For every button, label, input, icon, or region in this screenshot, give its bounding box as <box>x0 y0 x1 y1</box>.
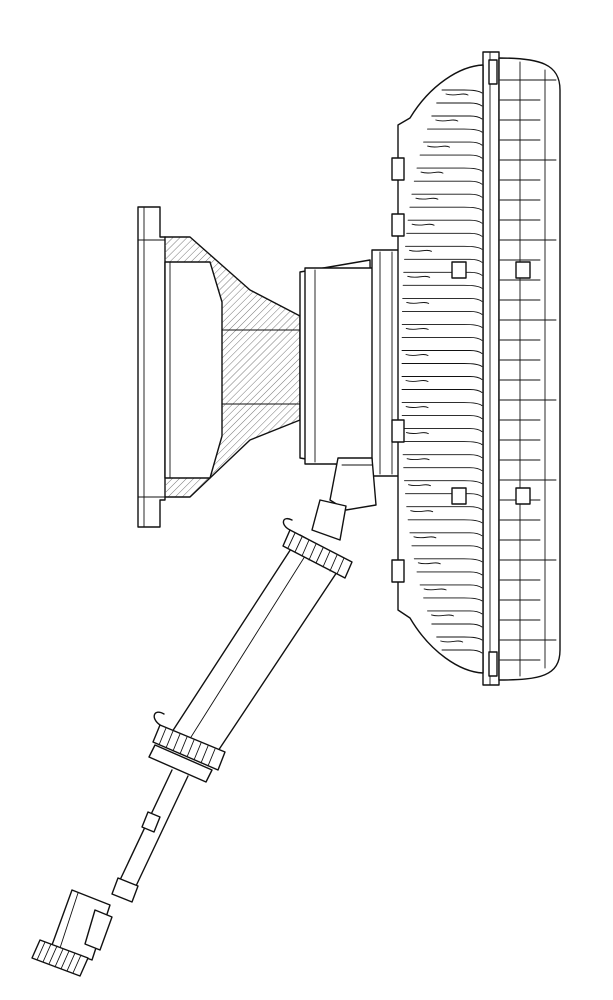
fin <box>401 310 483 315</box>
fin <box>406 506 483 511</box>
fin-curl <box>405 327 429 330</box>
fin-curl <box>408 484 431 487</box>
fin <box>402 297 483 302</box>
fin-curl <box>431 614 454 617</box>
fin-bosses <box>391 157 531 583</box>
fin <box>413 558 483 563</box>
fin <box>401 428 483 433</box>
fin <box>405 493 483 498</box>
lower-hose-clamp <box>152 711 226 771</box>
fin-curl <box>415 197 439 200</box>
sensor-cable-hose <box>111 518 353 903</box>
fin-curl <box>406 458 430 461</box>
fin <box>402 454 483 459</box>
sensor-block <box>311 457 377 541</box>
fin <box>409 532 483 537</box>
fin-curl <box>435 119 459 122</box>
fin <box>411 545 483 550</box>
mounting-flange <box>137 206 301 528</box>
fin <box>401 389 483 393</box>
cooling-fins <box>401 89 483 654</box>
fin <box>401 402 483 407</box>
fin <box>401 350 483 354</box>
fin-curl <box>423 588 447 591</box>
fin <box>419 154 483 159</box>
fin <box>401 376 483 380</box>
fin <box>407 219 483 224</box>
fin <box>401 323 483 328</box>
fin <box>404 480 483 485</box>
fin-curl <box>405 354 429 356</box>
fin <box>419 584 483 589</box>
fin <box>423 597 483 602</box>
fin-curl <box>410 510 434 513</box>
fin <box>404 258 483 263</box>
fin-curl <box>406 301 430 304</box>
fin <box>411 193 483 198</box>
fin <box>431 115 483 120</box>
fin <box>405 245 483 250</box>
fin-curl <box>440 640 464 643</box>
fin <box>407 519 483 524</box>
fin-curl <box>409 249 432 252</box>
fin-curl <box>405 380 429 382</box>
electrical-connector <box>31 889 113 977</box>
fin <box>431 623 483 628</box>
fin-curl <box>411 223 435 226</box>
fin <box>401 336 483 341</box>
fin-curl <box>445 93 469 96</box>
fin <box>401 415 483 420</box>
fin-curl <box>420 171 444 174</box>
fin-curl <box>427 145 451 148</box>
fin-curl <box>413 536 437 539</box>
fin <box>427 610 483 615</box>
fin <box>401 363 483 367</box>
fin <box>423 141 483 146</box>
fin-curl <box>417 562 441 565</box>
fin <box>403 271 483 276</box>
fin <box>427 128 483 133</box>
rear-fins <box>499 79 557 661</box>
fin <box>441 89 483 94</box>
fin <box>416 571 483 576</box>
fin <box>436 636 483 641</box>
fin <box>413 180 483 185</box>
fin <box>403 467 483 472</box>
fin <box>402 441 483 446</box>
fan-clutch-housing <box>391 51 561 686</box>
fin <box>406 232 483 237</box>
fin <box>402 284 483 289</box>
fin-curl <box>405 406 429 409</box>
upper-hose-clamp <box>282 518 353 579</box>
clutch-hub <box>299 249 401 477</box>
fin-curl <box>407 275 431 278</box>
fin-curl <box>405 432 429 435</box>
fin <box>416 167 483 172</box>
fin <box>436 102 483 107</box>
fin <box>409 206 483 211</box>
fin <box>441 649 483 654</box>
